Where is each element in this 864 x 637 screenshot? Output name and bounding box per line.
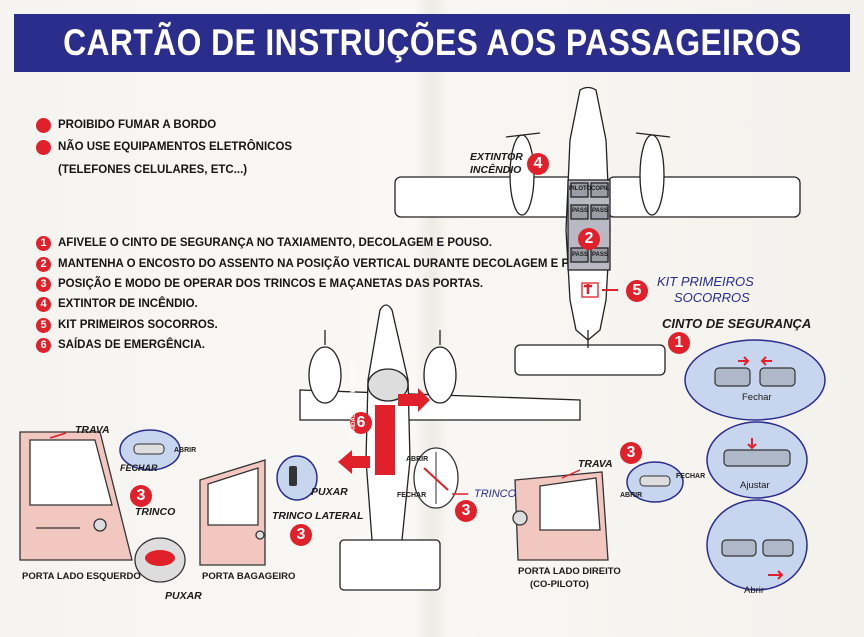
instruction-number: 3 xyxy=(36,277,51,292)
left-fechar-label: FECHAR xyxy=(120,463,158,473)
right-door-number: 3 xyxy=(620,442,642,464)
seat-pass: PASS xyxy=(592,208,608,214)
seatbelt-title: CINTO DE SEGURANÇA xyxy=(662,316,812,331)
seat-piloto: PILOTO xyxy=(569,186,592,192)
seatbelt-abrir: Abrir xyxy=(744,585,765,596)
red-dot-icon xyxy=(36,140,51,155)
bag-door-caption: PORTA BAGAGEIRO xyxy=(202,571,296,582)
left-door-caption: PORTA LADO ESQUERDO xyxy=(22,571,141,582)
mid-trinco-label: TRINCO xyxy=(474,488,517,500)
mid-fechar-label: FECHAR xyxy=(397,492,427,499)
exit-number: 6 xyxy=(350,412,372,434)
seatbelt-number: 1 xyxy=(668,332,690,354)
seat-number: 2 xyxy=(578,228,600,250)
seatbelt-ajustar: Ajustar xyxy=(740,480,770,491)
right-abrir-label: ABRIR xyxy=(620,492,643,499)
mid-number: 3 xyxy=(455,500,477,522)
bag-door-number: 3 xyxy=(290,524,312,546)
bag-puxar-label: PUXAR xyxy=(311,486,348,498)
mid-abrir-label: ABRIR xyxy=(406,456,429,463)
warning-phones-note: (TELEFONES CELULARES, ETC...) xyxy=(58,164,248,176)
right-door-caption-sub: (CO-PILOTO) xyxy=(530,579,589,590)
emergency-exit-strip xyxy=(375,405,395,475)
right-fechar-label: FECHAR xyxy=(676,473,706,480)
left-abrir-label: ABRIR xyxy=(174,447,197,454)
instruction-text: KIT PRIMEIROS SOCORROS. xyxy=(58,319,218,331)
red-dot-icon xyxy=(36,118,51,133)
instruction-text: EXTINTOR DE INCÊNDIO. xyxy=(58,298,198,310)
bag-trinco-label: TRINCO LATERAL xyxy=(272,510,364,522)
left-trava-label: TRAVA xyxy=(75,424,110,436)
top-plane-drawing xyxy=(394,86,801,376)
title-banner: CARTÃO DE INSTRUÇÕES AOS PASSAGEIROS xyxy=(14,14,850,72)
left-trinco-label: TRINCO xyxy=(135,506,176,518)
instruction-text: SAÍDAS DE EMERGÊNCIA. xyxy=(58,339,205,351)
left-door-number: 3 xyxy=(130,485,152,507)
seatbelt-fechar: Fechar xyxy=(742,392,772,403)
incendio-label: INCÊNDIO xyxy=(470,164,522,176)
right-door-caption: PORTA LADO DIREITO xyxy=(518,566,621,577)
instruction-text: MANTENHA O ENCOSTO DO ASSENTO NA POSIÇÃO… xyxy=(58,258,607,270)
seat-copil: COPIL xyxy=(591,186,610,192)
baggage-door-drawing xyxy=(199,459,266,566)
extintor-number: 4 xyxy=(527,153,549,175)
right-trava-label: TRAVA xyxy=(578,458,613,470)
seat-pass: PASS xyxy=(572,252,588,258)
instruction-number: 4 xyxy=(36,297,51,312)
page-title: CARTÃO DE INSTRUÇÕES AOS PASSAGEIROS xyxy=(62,22,802,63)
extintor-label: EXTINTOR xyxy=(470,151,523,163)
instruction-number: 1 xyxy=(36,236,51,251)
seat-pass: PASS xyxy=(592,252,608,258)
warning-no-electronics: NÃO USE EQUIPAMENTOS ELETRÔNICOS xyxy=(58,141,293,153)
warning-no-smoking: PROIBIDO FUMAR A BORDO xyxy=(58,119,217,131)
instruction-number: 6 xyxy=(36,338,51,353)
instruction-number: 2 xyxy=(36,257,51,272)
left-puxar-label: PUXAR xyxy=(165,590,202,602)
exit-strip-text: SAÍDAS DE EMERGÊNCIA xyxy=(351,360,357,436)
right-door-drawing xyxy=(512,471,609,561)
instruction-text: POSIÇÃO E MODO DE OPERAR DOS TRINCOS E M… xyxy=(58,278,484,290)
kit-label-line2: SOCORROS xyxy=(674,290,750,305)
instruction-number: 5 xyxy=(36,318,51,333)
left-door-drawing xyxy=(19,431,133,561)
kit-label-line1: KIT PRIMEIROS xyxy=(657,274,754,289)
instruction-text: AFIVELE O CINTO DE SEGURANÇA NO TAXIAMEN… xyxy=(58,237,493,249)
seat-pass: PASS xyxy=(572,208,588,214)
kit-number: 5 xyxy=(626,280,648,302)
